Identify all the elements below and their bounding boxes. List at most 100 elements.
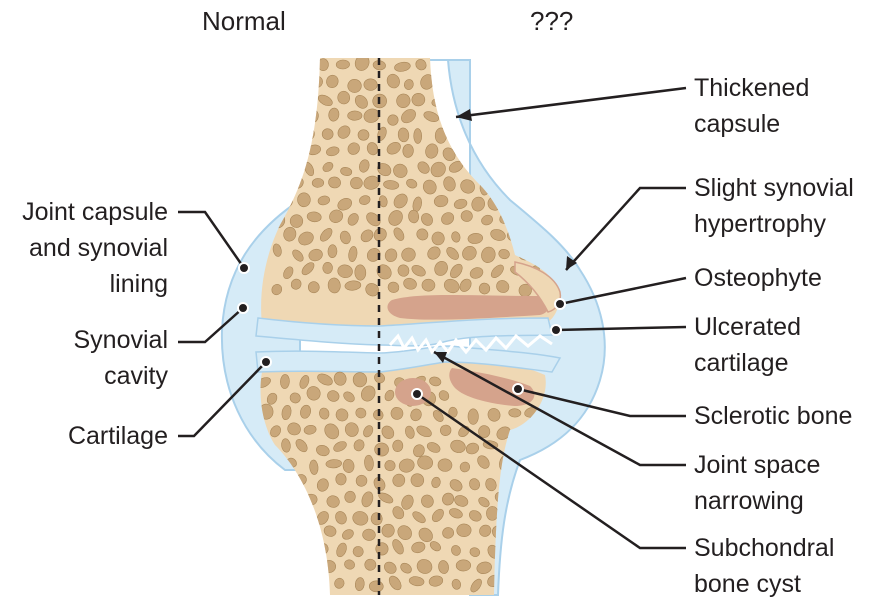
bone-pore (301, 58, 316, 73)
bone-pore (449, 508, 463, 519)
bone-pore (508, 408, 522, 418)
bone-pore (506, 92, 522, 104)
bone-pore (384, 389, 395, 402)
bone-pore (272, 243, 282, 257)
bone-pore (270, 109, 283, 123)
ulcerated-zigzag (388, 333, 553, 355)
label-cartilage: Cartilage (68, 418, 168, 454)
bone-pore (359, 195, 371, 205)
bone-pore (266, 77, 282, 92)
label-line: hypertrophy (694, 210, 827, 238)
bone-pore (393, 193, 408, 209)
bone-pore (425, 143, 439, 159)
label-sclerotic-bone: Sclerotic bone (694, 398, 852, 434)
label-line: Subchondral (694, 534, 835, 562)
bone-pore (347, 142, 360, 155)
bone-pore (456, 523, 472, 538)
bone-pore (525, 510, 542, 525)
bone-pore (360, 229, 374, 243)
bone-pore (325, 459, 342, 469)
bone-pore (306, 528, 319, 538)
label-line: lining (109, 270, 168, 298)
bone-pore (432, 410, 444, 422)
label-ulcerated-cartilage: Ulcerated cartilage (694, 309, 801, 381)
bone-pore (440, 424, 452, 436)
bone-pore (319, 228, 333, 242)
bone-pore (269, 526, 281, 537)
bone-pore (342, 529, 354, 540)
bone-pore (328, 107, 340, 122)
bone-pore (460, 179, 475, 194)
bone-pore (517, 178, 528, 190)
bone-pore (421, 494, 434, 508)
bone-pore (512, 490, 528, 503)
bone-pore (309, 459, 319, 475)
bone-pore (358, 159, 370, 173)
bone-pore (539, 178, 555, 193)
bone-pore (386, 142, 401, 155)
bone-pore (364, 454, 374, 472)
bone-pore (454, 495, 469, 507)
bone-pore (485, 478, 497, 492)
label-line: Joint capsule (22, 198, 168, 226)
bone-pore (362, 528, 376, 541)
label-line: Thickened (694, 74, 810, 102)
bone-pore (316, 478, 329, 492)
bone-pore (283, 266, 294, 280)
bone-pore (422, 179, 437, 195)
bone-pore (280, 61, 293, 71)
bone-pore (267, 492, 282, 505)
bone-pore (327, 390, 340, 402)
bone-pore (378, 492, 394, 504)
bone-pore (429, 376, 442, 387)
bone-pore (260, 477, 271, 491)
bone-pore (516, 75, 532, 89)
bone-pore (324, 423, 340, 440)
label-thickened-capsule: Thickened capsule (694, 70, 809, 142)
bone-pore (374, 372, 385, 384)
bone-pore (381, 425, 395, 439)
bone-pore (413, 444, 425, 458)
bone-pore (335, 511, 347, 525)
bone-pore (323, 525, 337, 537)
bone-pore (450, 263, 463, 279)
bone-pore (287, 422, 301, 436)
cartilage-lower (255, 345, 562, 373)
bone-pore (308, 248, 323, 262)
bone-pore (327, 244, 338, 259)
bone-pore (397, 264, 410, 277)
bone-pore (344, 559, 355, 570)
bone-pore (354, 58, 370, 71)
bone-pore (279, 579, 294, 593)
bone-pore (392, 506, 405, 520)
bone-pore (388, 575, 402, 591)
bone-pore (501, 145, 513, 158)
bone-pore (300, 404, 311, 419)
bone-pore (295, 439, 308, 453)
bone-pore (423, 111, 440, 122)
bone-pore (415, 59, 427, 71)
bone-pore (413, 128, 423, 144)
bone-pore (469, 267, 484, 279)
bone-pore (460, 210, 473, 222)
bone-pore (339, 230, 351, 245)
label-line: narrowing (694, 487, 804, 515)
bone-pore (354, 264, 367, 281)
bone-pore (335, 473, 347, 486)
bone-pore (529, 61, 542, 74)
bone-pore (270, 425, 281, 438)
bone-pore (294, 511, 308, 524)
bone-pore (433, 194, 449, 208)
bone-pore (481, 214, 493, 226)
bone-pore (451, 578, 462, 590)
bone-pore (459, 461, 471, 473)
bone-pore (490, 264, 504, 279)
bone-pore (451, 545, 461, 556)
bone-pore (340, 167, 353, 176)
bone-pore (306, 562, 320, 575)
leader-sclerotic-bone (517, 387, 686, 418)
bone-pore (355, 407, 367, 419)
bone-pore (344, 422, 359, 437)
bone-pore (525, 94, 539, 105)
bone-pore (297, 192, 311, 208)
